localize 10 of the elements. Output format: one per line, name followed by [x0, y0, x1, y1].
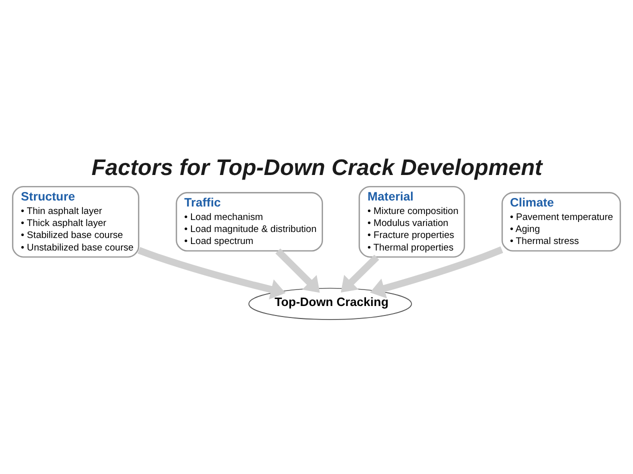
node-box: Structure • Thin asphalt layer • Thick asphalt layer • Stabilized base course • Unstabilized base course — [12, 186, 140, 258]
arrow — [138, 246, 286, 300]
node-box: Traffic • Load mechanism • Load magnitude & distribution • Load spectrum — [176, 192, 324, 252]
node-box: Material • Mixture composition • Modulus variation • Fracture properties • Thermal properties — [358, 186, 466, 258]
arrow — [275, 248, 320, 293]
arrow — [370, 246, 504, 298]
diagram-title: Factors for Top-Down Crack Development — [92, 155, 542, 180]
node-ellipse: Top-Down Cracking — [248, 288, 412, 320]
arrow — [340, 254, 380, 293]
node-box: Climate • Pavement temperature • Aging • Thermal stress — [502, 192, 621, 252]
